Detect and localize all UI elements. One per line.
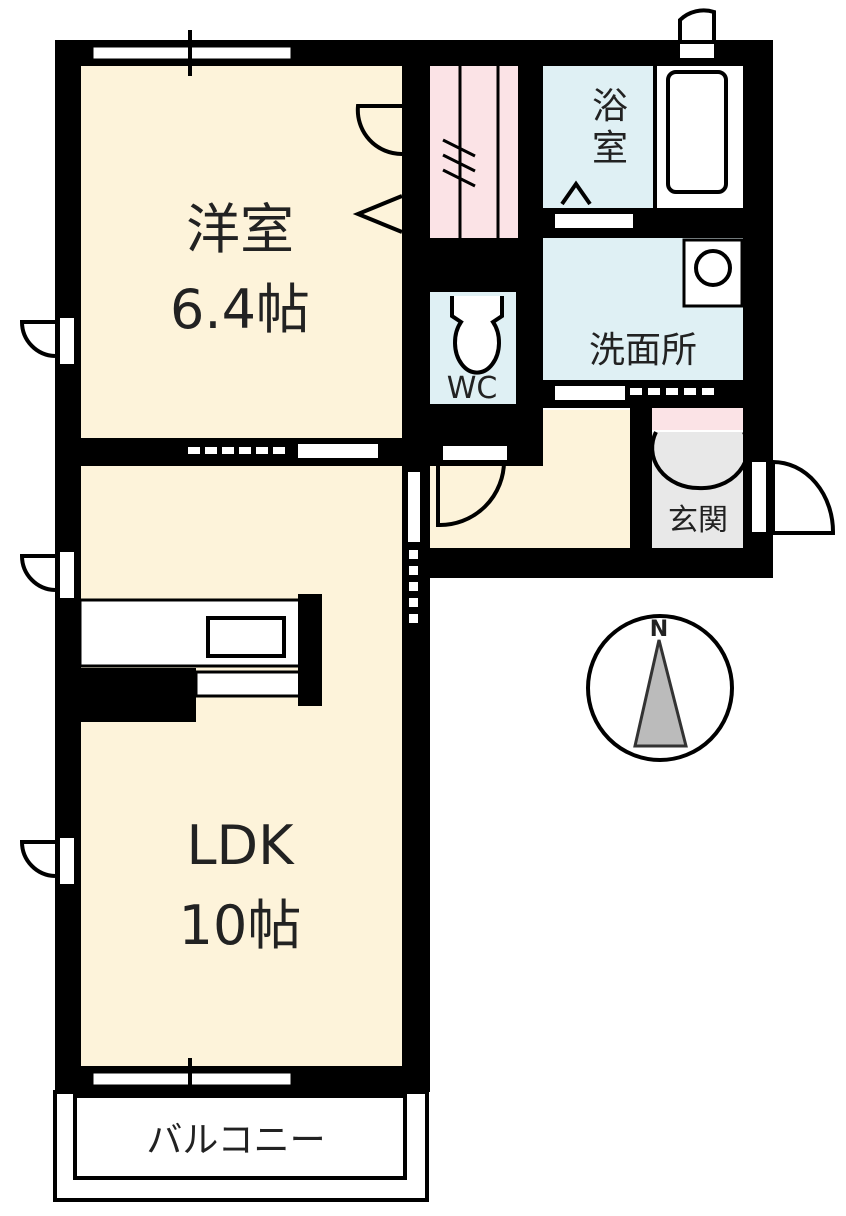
balcony-name: バルコニー bbox=[146, 1120, 325, 1161]
bathroom-name-2: 室 bbox=[592, 128, 628, 169]
western-room-floor bbox=[80, 66, 402, 438]
toilet-icon bbox=[450, 296, 504, 375]
entrance-name: 玄関 bbox=[668, 503, 728, 538]
washroom-name: 洗面所 bbox=[589, 330, 697, 371]
kitchen-counter bbox=[78, 594, 322, 722]
western-room-name: 洋室 bbox=[186, 198, 294, 261]
ldk-floor bbox=[80, 466, 402, 1066]
windows bbox=[60, 30, 766, 1102]
compass-icon bbox=[586, 614, 734, 762]
bathroom-name-1: 浴 bbox=[592, 86, 628, 127]
closet-fixture bbox=[442, 66, 500, 238]
doors bbox=[19, 8, 836, 878]
bathtub-icon bbox=[666, 70, 728, 194]
ldk-size: 10帖 bbox=[179, 894, 302, 957]
balcony-inner bbox=[73, 1094, 407, 1180]
ldk-name: LDK bbox=[186, 814, 295, 877]
washing-machine-icon bbox=[694, 249, 732, 287]
compass-north-label: N bbox=[650, 617, 668, 642]
toilet-name: WC bbox=[447, 371, 498, 406]
shoe-rack bbox=[652, 408, 744, 430]
western-room-size: 6.4帖 bbox=[170, 278, 310, 341]
bathroom-floor bbox=[543, 58, 653, 208]
